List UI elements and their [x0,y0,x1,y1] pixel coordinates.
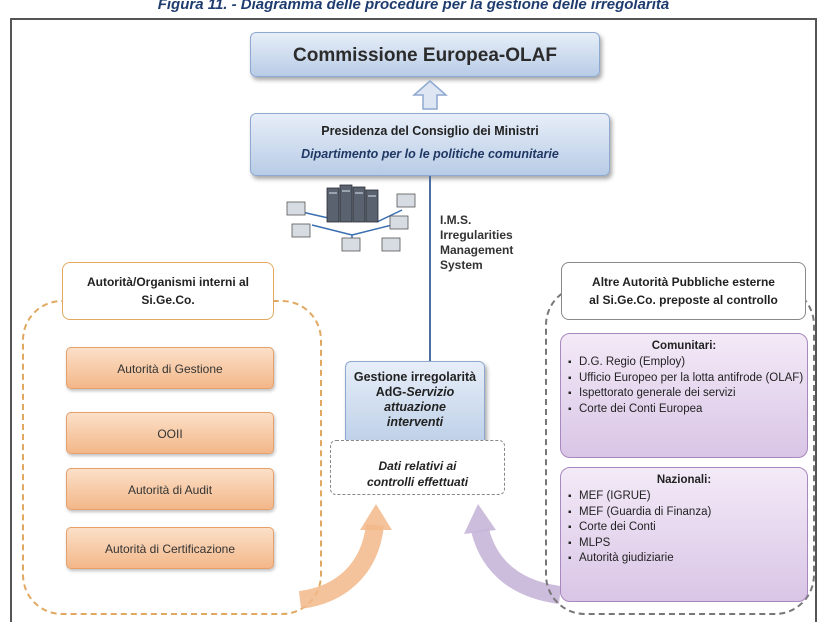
purple-curved-arrow-icon [464,504,562,604]
right-header-box: Altre Autorità Pubbliche esterne al Si.G… [561,262,806,320]
list-item: MLPS [568,536,807,552]
diagram-frame [10,18,817,622]
list-item: Autorità giudiziarie [568,551,807,567]
presidenza-box: Presidenza del Consiglio dei Ministri Di… [250,113,610,176]
left-header-box: Autorità/Organismi interni al Si.Ge.Co. [62,262,274,320]
figure-caption: Figura 11. - Diagramma delle procedure p… [157,0,670,13]
list-item: D.G. Regio (Employ) [568,355,807,371]
gestione-irregolarita-box: Gestione irregolarità AdG-Servizio attua… [345,361,485,455]
up-arrow-icon [412,80,448,110]
ooii-box: OOII [66,412,274,454]
autorita-gestione-box: Autorità di Gestione [66,347,274,389]
nazionali-title: Nazionali: [656,474,712,486]
list-item: Ispettorato generale dei servizi [568,386,807,402]
list-item: Corte dei Conti Europea [568,402,807,418]
comunitari-box: Comunitari: D.G. Regio (Employ) Ufficio … [560,333,808,458]
nazionali-box: Nazionali: MEF (IGRUE) MEF (Guardia di F… [560,467,808,602]
list-item: Corte dei Conti [568,520,807,536]
presidenza-title: Presidenza del Consiglio dei Ministri [321,124,539,138]
list-item: MEF (IGRUE) [568,489,807,505]
list-item: MEF (Guardia di Finanza) [568,505,807,521]
commissione-box: Commissione Europea-OLAF [250,32,600,77]
dati-controlli-box: Dati relativi ai controlli effettuati [330,440,505,495]
network-servers-icon [286,184,416,252]
orange-curved-arrow-icon [298,504,392,609]
ims-label: I.M.S. Irregularities Management System [440,213,514,272]
ims-connector-line [429,176,431,366]
list-item: Ufficio Europeo per la lotta antifrode (… [568,371,807,387]
comunitari-list: D.G. Regio (Employ) Ufficio Europeo per … [561,355,807,417]
comunitari-title: Comunitari: [651,340,717,352]
autorita-certificazione-box: Autorità di Certificazione [66,527,274,569]
presidenza-subtitle: Dipartimento per lo le politiche comunit… [301,147,559,161]
autorita-audit-box: Autorità di Audit [66,468,274,510]
nazionali-list: MEF (IGRUE) MEF (Guardia di Finanza) Cor… [561,489,807,567]
